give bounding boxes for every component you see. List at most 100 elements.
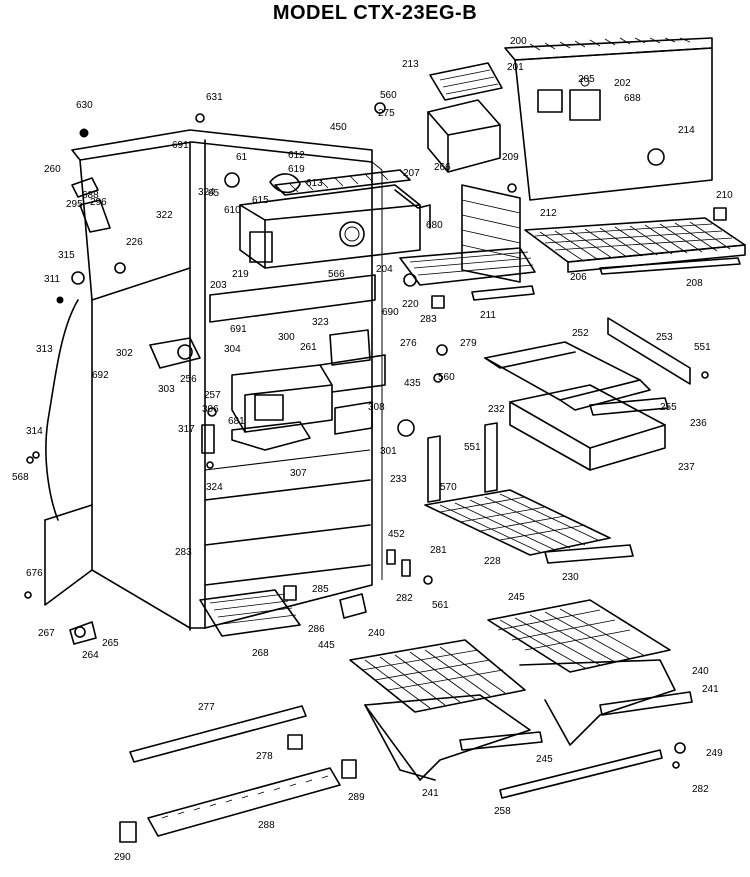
part-label-230: 230 bbox=[562, 572, 579, 583]
part-label-245: 245 bbox=[508, 592, 525, 603]
part-label-61: 61 bbox=[236, 152, 248, 163]
part-label-289: 289 bbox=[348, 792, 365, 803]
cabinet bbox=[44, 129, 383, 637]
base-rail-and-grille bbox=[69, 621, 663, 843]
crisper-ice-bin bbox=[427, 62, 503, 173]
part-label-676: 676 bbox=[26, 568, 43, 579]
temperature-control-assembly bbox=[149, 329, 386, 451]
part-label-237: 237 bbox=[678, 462, 695, 473]
freezer-control-housing bbox=[239, 169, 431, 269]
part-label-323: 323 bbox=[312, 317, 329, 328]
part-label-551: 551 bbox=[694, 342, 711, 353]
part-label-220: 220 bbox=[402, 299, 419, 310]
part-label-303: 303 bbox=[158, 384, 175, 395]
part-label-452: 452 bbox=[388, 529, 405, 540]
part-label-560: 560 bbox=[438, 372, 455, 383]
freezer-evaporator-cover bbox=[504, 37, 713, 201]
part-label-561: 561 bbox=[432, 600, 449, 611]
part-label-253: 253 bbox=[656, 332, 673, 343]
part-label-688: 688 bbox=[82, 190, 99, 201]
part-label-281: 281 bbox=[430, 545, 447, 556]
part-label-264: 264 bbox=[82, 650, 99, 661]
part-label-296: 296 bbox=[90, 197, 107, 208]
part-label-311: 311 bbox=[44, 274, 60, 285]
part-label-435: 435 bbox=[404, 378, 421, 389]
part-label-266: 266 bbox=[434, 162, 451, 173]
part-label-245: 245 bbox=[536, 754, 553, 765]
part-label-691: 691 bbox=[172, 140, 189, 151]
part-label-240: 240 bbox=[692, 666, 709, 677]
part-label-313: 313 bbox=[36, 344, 53, 355]
part-label-450: 450 bbox=[330, 122, 347, 133]
part-label-285: 285 bbox=[312, 584, 329, 595]
part-label-258: 258 bbox=[494, 806, 511, 817]
part-label-692: 692 bbox=[92, 370, 109, 381]
part-label-551: 551 bbox=[464, 442, 481, 453]
part-label-240: 240 bbox=[368, 628, 385, 639]
part-label-276: 276 bbox=[400, 338, 417, 349]
part-label-560: 560 bbox=[380, 90, 397, 101]
part-label-315: 315 bbox=[58, 250, 75, 261]
part-label-249: 249 bbox=[706, 748, 723, 759]
part-label-324: 324 bbox=[206, 482, 223, 493]
part-label-302: 302 bbox=[116, 348, 133, 359]
part-label-610: 610 bbox=[224, 205, 241, 216]
part-label-275: 275 bbox=[378, 108, 395, 119]
part-label-256: 256 bbox=[180, 374, 197, 385]
part-label-207: 207 bbox=[403, 168, 420, 179]
part-label-203: 203 bbox=[210, 280, 227, 291]
part-label-290: 290 bbox=[114, 852, 131, 863]
part-label-278: 278 bbox=[256, 751, 273, 762]
part-label-201: 201 bbox=[507, 62, 524, 73]
part-label-307: 307 bbox=[290, 468, 307, 479]
part-label-214: 214 bbox=[678, 125, 695, 136]
part-label-210: 210 bbox=[716, 190, 733, 201]
part-label-688: 688 bbox=[624, 93, 641, 104]
part-label-566: 566 bbox=[328, 269, 345, 280]
part-label-300: 300 bbox=[278, 332, 295, 343]
part-label-277: 277 bbox=[198, 702, 215, 713]
part-label-306: 306 bbox=[202, 404, 219, 415]
part-label-324: 324 bbox=[198, 187, 215, 198]
part-label-226: 226 bbox=[126, 237, 143, 248]
part-label-202: 202 bbox=[614, 78, 631, 89]
part-label-279: 279 bbox=[460, 338, 477, 349]
defrost-drain-tube bbox=[45, 299, 79, 521]
part-label-265: 265 bbox=[102, 638, 119, 649]
part-label-204: 204 bbox=[376, 264, 393, 275]
part-label-615: 615 bbox=[252, 195, 269, 206]
part-label-200: 200 bbox=[510, 36, 527, 47]
part-label-241: 241 bbox=[422, 788, 439, 799]
freezer-shelf bbox=[524, 217, 746, 275]
part-label-288: 288 bbox=[258, 820, 275, 831]
part-label-570: 570 bbox=[440, 482, 457, 493]
part-label-282: 282 bbox=[396, 593, 413, 604]
part-label-680: 680 bbox=[426, 220, 443, 231]
part-label-317: 317 bbox=[178, 424, 195, 435]
part-label-619: 619 bbox=[288, 164, 305, 175]
part-label-206: 206 bbox=[570, 272, 587, 283]
part-label-295: 295 bbox=[66, 199, 83, 210]
part-label-568: 568 bbox=[12, 472, 29, 483]
part-label-252: 252 bbox=[572, 328, 589, 339]
part-label-286: 286 bbox=[308, 624, 325, 635]
part-label-691: 691 bbox=[230, 324, 247, 335]
part-label-283: 283 bbox=[420, 314, 437, 325]
part-label-314: 314 bbox=[26, 426, 43, 437]
part-label-208: 208 bbox=[686, 278, 703, 289]
crisper-drawers bbox=[349, 599, 693, 781]
part-label-613: 613 bbox=[306, 178, 323, 189]
part-label-630: 630 bbox=[76, 100, 93, 111]
part-label-213: 213 bbox=[402, 59, 419, 70]
part-label-205: 205 bbox=[578, 74, 595, 85]
part-label-631: 631 bbox=[206, 92, 223, 103]
part-label-268: 268 bbox=[252, 648, 269, 659]
part-label-282: 282 bbox=[692, 784, 709, 795]
fresh-food-shelf bbox=[424, 422, 634, 564]
part-label-308: 308 bbox=[368, 402, 385, 413]
part-label-228: 228 bbox=[484, 556, 501, 567]
part-label-241: 241 bbox=[702, 684, 719, 695]
part-label-445: 445 bbox=[318, 640, 335, 651]
